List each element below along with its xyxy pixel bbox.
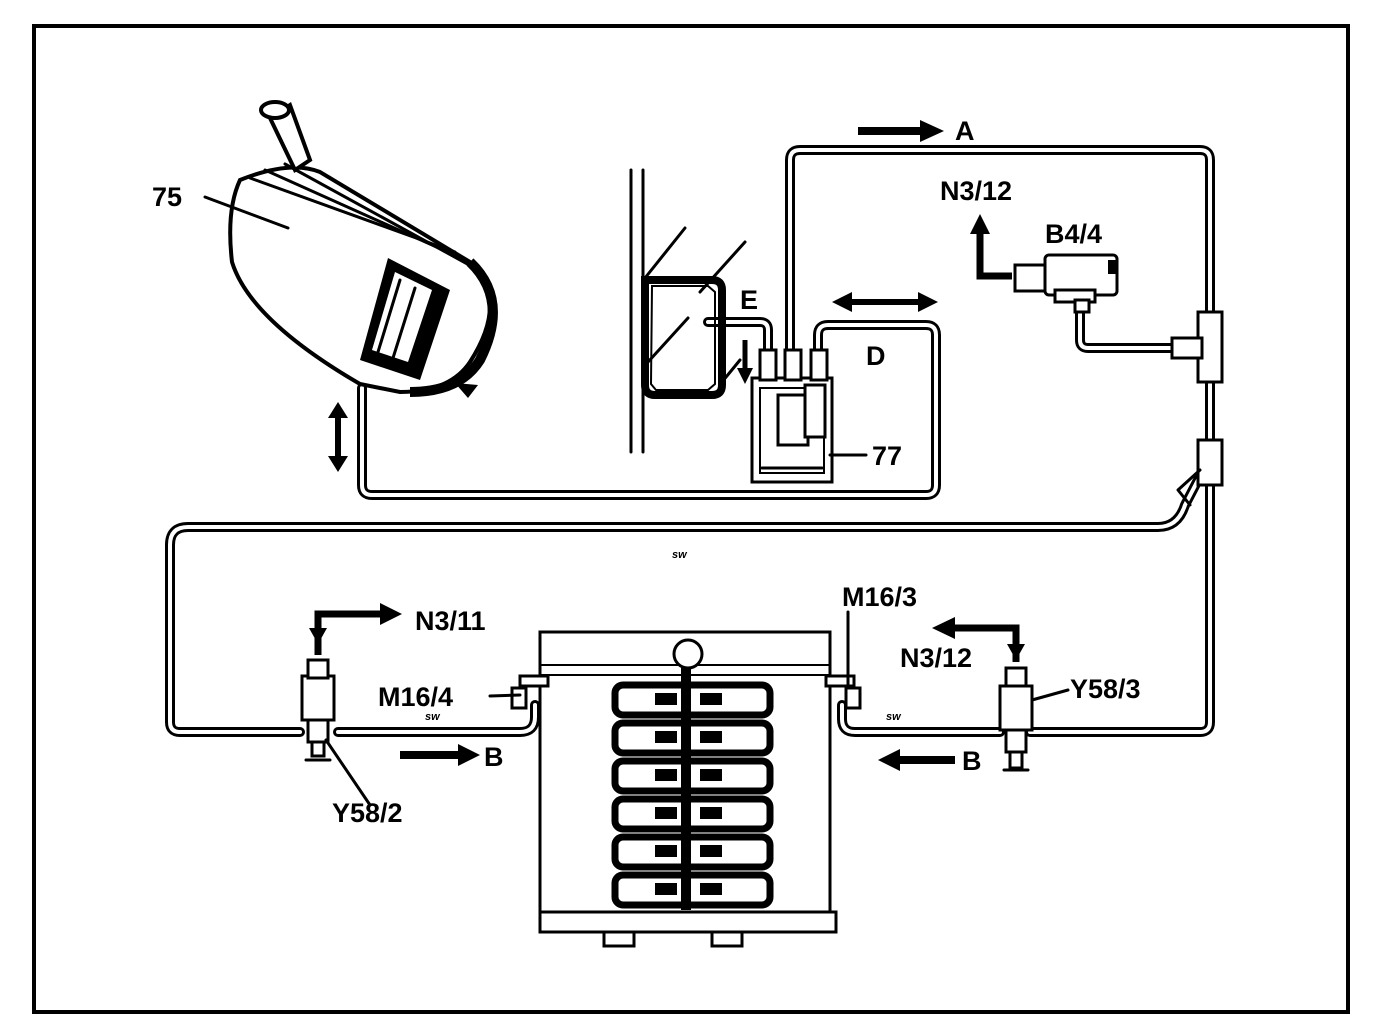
valve-left bbox=[300, 658, 336, 762]
flow-arrow-a bbox=[858, 120, 944, 142]
label-actuator-left: M16/4 bbox=[378, 682, 453, 712]
actuator-right bbox=[844, 686, 862, 710]
label-pressure-sensor: B4/4 bbox=[1045, 219, 1102, 249]
engine-block bbox=[518, 630, 856, 948]
flow-arrow-d bbox=[832, 292, 938, 312]
label-wire-color-right: sw bbox=[886, 711, 902, 723]
label-fuel-tank: 75 bbox=[152, 182, 182, 212]
label-module-top: N3/12 bbox=[940, 176, 1012, 206]
label-valve-right: Y58/3 bbox=[1070, 674, 1141, 704]
tee-fitting bbox=[1170, 310, 1224, 507]
label-valve-left: Y58/2 bbox=[332, 798, 403, 828]
label-module-right: N3/12 bbox=[900, 643, 972, 673]
signal-arrow-left bbox=[309, 603, 402, 655]
label-wire-color-center: sw bbox=[672, 549, 688, 561]
label-flow-d: D bbox=[866, 341, 886, 371]
label-evap-canister: 77 bbox=[872, 441, 902, 471]
label-flow-b-right: B bbox=[962, 746, 982, 776]
label-module-left: N3/11 bbox=[415, 606, 486, 636]
actuator-left bbox=[510, 686, 528, 710]
flow-arrow-b-left bbox=[400, 744, 480, 766]
label-actuator-right: M16/3 bbox=[842, 582, 917, 612]
leader-lines bbox=[203, 195, 1070, 807]
label-flow-e: E bbox=[740, 285, 758, 315]
label-flow-a: A bbox=[955, 116, 975, 146]
fuel-tank bbox=[228, 100, 498, 398]
vertical-double-arrow bbox=[328, 402, 348, 472]
evap-canister bbox=[750, 348, 834, 484]
valve-right bbox=[998, 666, 1034, 772]
body-panel bbox=[629, 168, 747, 454]
label-wire-color-left: sw bbox=[425, 711, 441, 723]
pressure-sensor bbox=[1013, 253, 1119, 314]
diagram-frame bbox=[32, 24, 1350, 1014]
label-flow-b-left: B bbox=[484, 742, 504, 772]
intake-runners bbox=[611, 681, 774, 909]
flow-arrow-b-right bbox=[878, 749, 955, 771]
pipe-network bbox=[165, 145, 1215, 737]
signal-arrow-top bbox=[970, 214, 1012, 280]
labels: 75 A N3/12 B4/4 E D 77 sw M16/3 N3/11 N3… bbox=[152, 116, 1141, 828]
signal-arrow-right bbox=[932, 617, 1025, 662]
flow-arrow-e bbox=[737, 340, 753, 384]
